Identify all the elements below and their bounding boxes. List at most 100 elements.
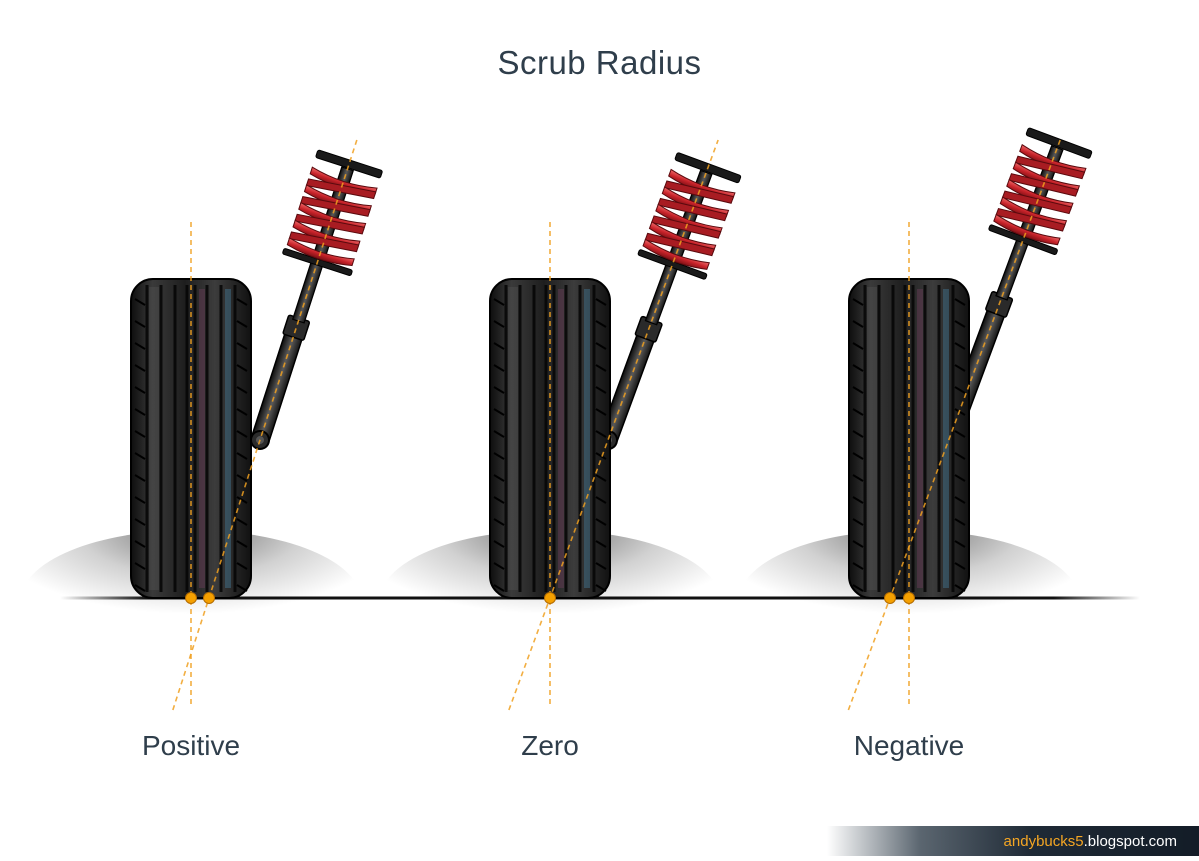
zero-tire-sipe bbox=[595, 496, 607, 504]
negative-tire-sipe bbox=[852, 452, 864, 460]
negative-tire-sipe bbox=[954, 430, 966, 438]
positive-contact-point-steering-axis bbox=[203, 592, 215, 604]
negative-tire-sipe bbox=[852, 298, 864, 306]
positive-tire-sipe bbox=[134, 386, 146, 394]
positive-tire-sipe bbox=[134, 320, 146, 328]
positive-tire-sipe bbox=[236, 364, 248, 372]
negative-tire-groove bbox=[923, 285, 927, 592]
zero-tire-sipe bbox=[493, 496, 505, 504]
zero-tire-sipe bbox=[493, 364, 505, 372]
negative-tire-sipe bbox=[954, 452, 966, 460]
zero-tire-sipe bbox=[595, 452, 607, 460]
zero-tire-sipe bbox=[595, 562, 607, 570]
negative-tire-sipe bbox=[954, 518, 966, 526]
negative-tire-groove bbox=[877, 285, 881, 592]
positive-tire-groove bbox=[145, 285, 149, 592]
positive-tire-highlight bbox=[149, 287, 159, 590]
zero-tire-groove bbox=[564, 285, 568, 592]
positive-tire-sipe bbox=[236, 386, 248, 394]
zero-tire-sipe bbox=[493, 452, 505, 460]
negative-tire-sipe bbox=[852, 584, 864, 592]
positive-tire-sipe bbox=[134, 474, 146, 482]
negative-tire-sipe bbox=[954, 298, 966, 306]
zero-tire-groove bbox=[578, 285, 582, 592]
diagram-title: Scrub Radius bbox=[497, 44, 702, 81]
negative-tire-sipe bbox=[954, 540, 966, 548]
positive-steering-axis bbox=[172, 139, 358, 711]
negative-spring-coil bbox=[993, 213, 1061, 246]
negative-tire-groove bbox=[863, 285, 867, 592]
zero-tire-sipe bbox=[595, 298, 607, 306]
negative-tire-sipe bbox=[852, 540, 864, 548]
zero-tire-sipe bbox=[493, 540, 505, 548]
positive-tire-sipe bbox=[236, 408, 248, 416]
negative-tire-sipe bbox=[954, 342, 966, 350]
footer-url[interactable]: andybucks5.blogspot.com bbox=[1004, 833, 1177, 850]
zero-spring-coil bbox=[642, 238, 710, 270]
zero-tire-sipe bbox=[493, 430, 505, 438]
zero-tire-sipe bbox=[493, 386, 505, 394]
ground-line bbox=[60, 596, 1140, 600]
negative-contact-point-steering-axis bbox=[884, 592, 896, 604]
zero-tire-sipe bbox=[595, 584, 607, 592]
positive-tire-sipe bbox=[236, 452, 248, 460]
zero-tire-sipe bbox=[595, 408, 607, 416]
zero-contact-point-centerline bbox=[544, 592, 556, 604]
negative-tire-highlight bbox=[867, 287, 877, 590]
positive-tire-rib-tint bbox=[225, 289, 231, 588]
zero-tire-groove bbox=[544, 285, 548, 592]
positive-tire-sipe bbox=[236, 518, 248, 526]
positive-tire-sipe bbox=[134, 408, 146, 416]
positive-contact-point-centerline bbox=[185, 592, 197, 604]
zero-tire-sipe bbox=[595, 320, 607, 328]
footer-site-domain: .blogspot.com bbox=[1083, 833, 1177, 850]
positive-tire-sipe bbox=[236, 496, 248, 504]
zero-steering-axis bbox=[508, 139, 719, 711]
negative-tire-sipe bbox=[954, 584, 966, 592]
zero-tire-sipe bbox=[493, 298, 505, 306]
negative-tire-sipe bbox=[852, 474, 864, 482]
zero-tire-rib-tint bbox=[584, 289, 590, 588]
zero-tire-sipe bbox=[493, 474, 505, 482]
label-negative: Negative bbox=[853, 730, 965, 761]
negative-tire-sipe bbox=[954, 320, 966, 328]
zero-tire-rib-tint bbox=[558, 289, 564, 588]
positive-spring-coil bbox=[286, 237, 355, 267]
negative-tire-sipe bbox=[954, 562, 966, 570]
zero-tire-sipe bbox=[493, 518, 505, 526]
zero-tire-sipe bbox=[493, 342, 505, 350]
zero-tire-sipe bbox=[493, 320, 505, 328]
positive-tire-rib-tint bbox=[199, 289, 205, 588]
negative-tire-sipe bbox=[954, 496, 966, 504]
zero-tire-sipe bbox=[595, 342, 607, 350]
zero-tire-sipe bbox=[595, 386, 607, 394]
label-positive: Positive bbox=[141, 730, 241, 761]
negative-tire-groove bbox=[891, 285, 895, 592]
positive-tire-sipe bbox=[236, 342, 248, 350]
positive-tire-sipe bbox=[236, 540, 248, 548]
negative-tire-sipe bbox=[954, 386, 966, 394]
positive-tire-sipe bbox=[134, 298, 146, 306]
negative-tire-sipe bbox=[852, 364, 864, 372]
negative-tire-sipe bbox=[954, 474, 966, 482]
footer-site-name: andybucks5 bbox=[1003, 833, 1084, 850]
positive-tire-groove bbox=[193, 285, 197, 592]
positive-tire-sipe bbox=[236, 584, 248, 592]
zero-tire-sipe bbox=[595, 430, 607, 438]
zero-tire-sipe bbox=[493, 562, 505, 570]
positive-tire-sipe bbox=[236, 298, 248, 306]
positive-tire-sipe bbox=[134, 496, 146, 504]
negative-tire-sipe bbox=[852, 496, 864, 504]
zero-tire-sipe bbox=[595, 540, 607, 548]
negative-tire-sipe bbox=[852, 408, 864, 416]
zero-tire-sipe bbox=[595, 474, 607, 482]
zero-tire-sipe bbox=[493, 584, 505, 592]
zero-tire-groove bbox=[518, 285, 522, 592]
negative-tire-sipe bbox=[852, 386, 864, 394]
positive-tire-sipe bbox=[236, 562, 248, 570]
negative-tire-sipe bbox=[852, 562, 864, 570]
positive-tire-sipe bbox=[236, 320, 248, 328]
positive-tire-sipe bbox=[236, 430, 248, 438]
negative-steering-axis bbox=[847, 139, 1061, 711]
label-zero: Zero bbox=[521, 730, 579, 761]
